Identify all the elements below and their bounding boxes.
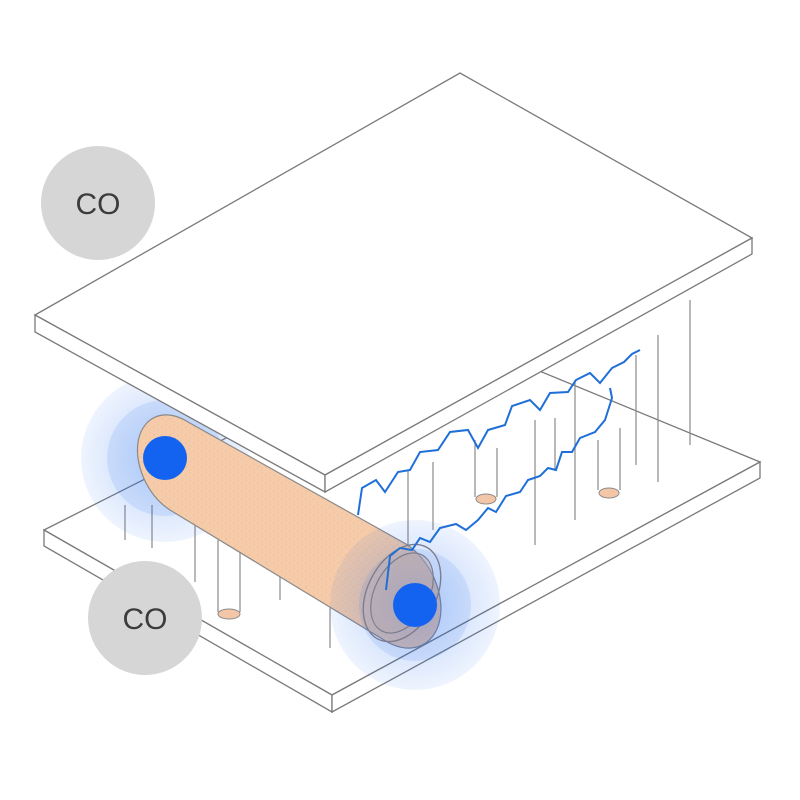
pillar-hole [475, 493, 497, 505]
electron-dot-left [143, 436, 187, 480]
pillar-hole [217, 608, 241, 620]
co-label-top: CO [76, 188, 121, 221]
nanotube [81, 374, 500, 690]
wave-line-lower [385, 387, 614, 591]
co-label-bottom: CO [123, 603, 168, 636]
electron-dot-right [393, 583, 437, 627]
pillar-hole [598, 487, 620, 499]
co-circle-top [41, 146, 155, 260]
pillar-holes [217, 487, 620, 620]
co-molecule-top: CO [41, 146, 155, 260]
wave-line-upper [357, 349, 641, 516]
co-molecule-bottom: CO [88, 561, 202, 675]
top-plate-side-edge [324, 236, 753, 494]
co-circle-bottom [88, 561, 202, 675]
top-plate [33, 72, 754, 494]
signal-waves [357, 349, 641, 591]
